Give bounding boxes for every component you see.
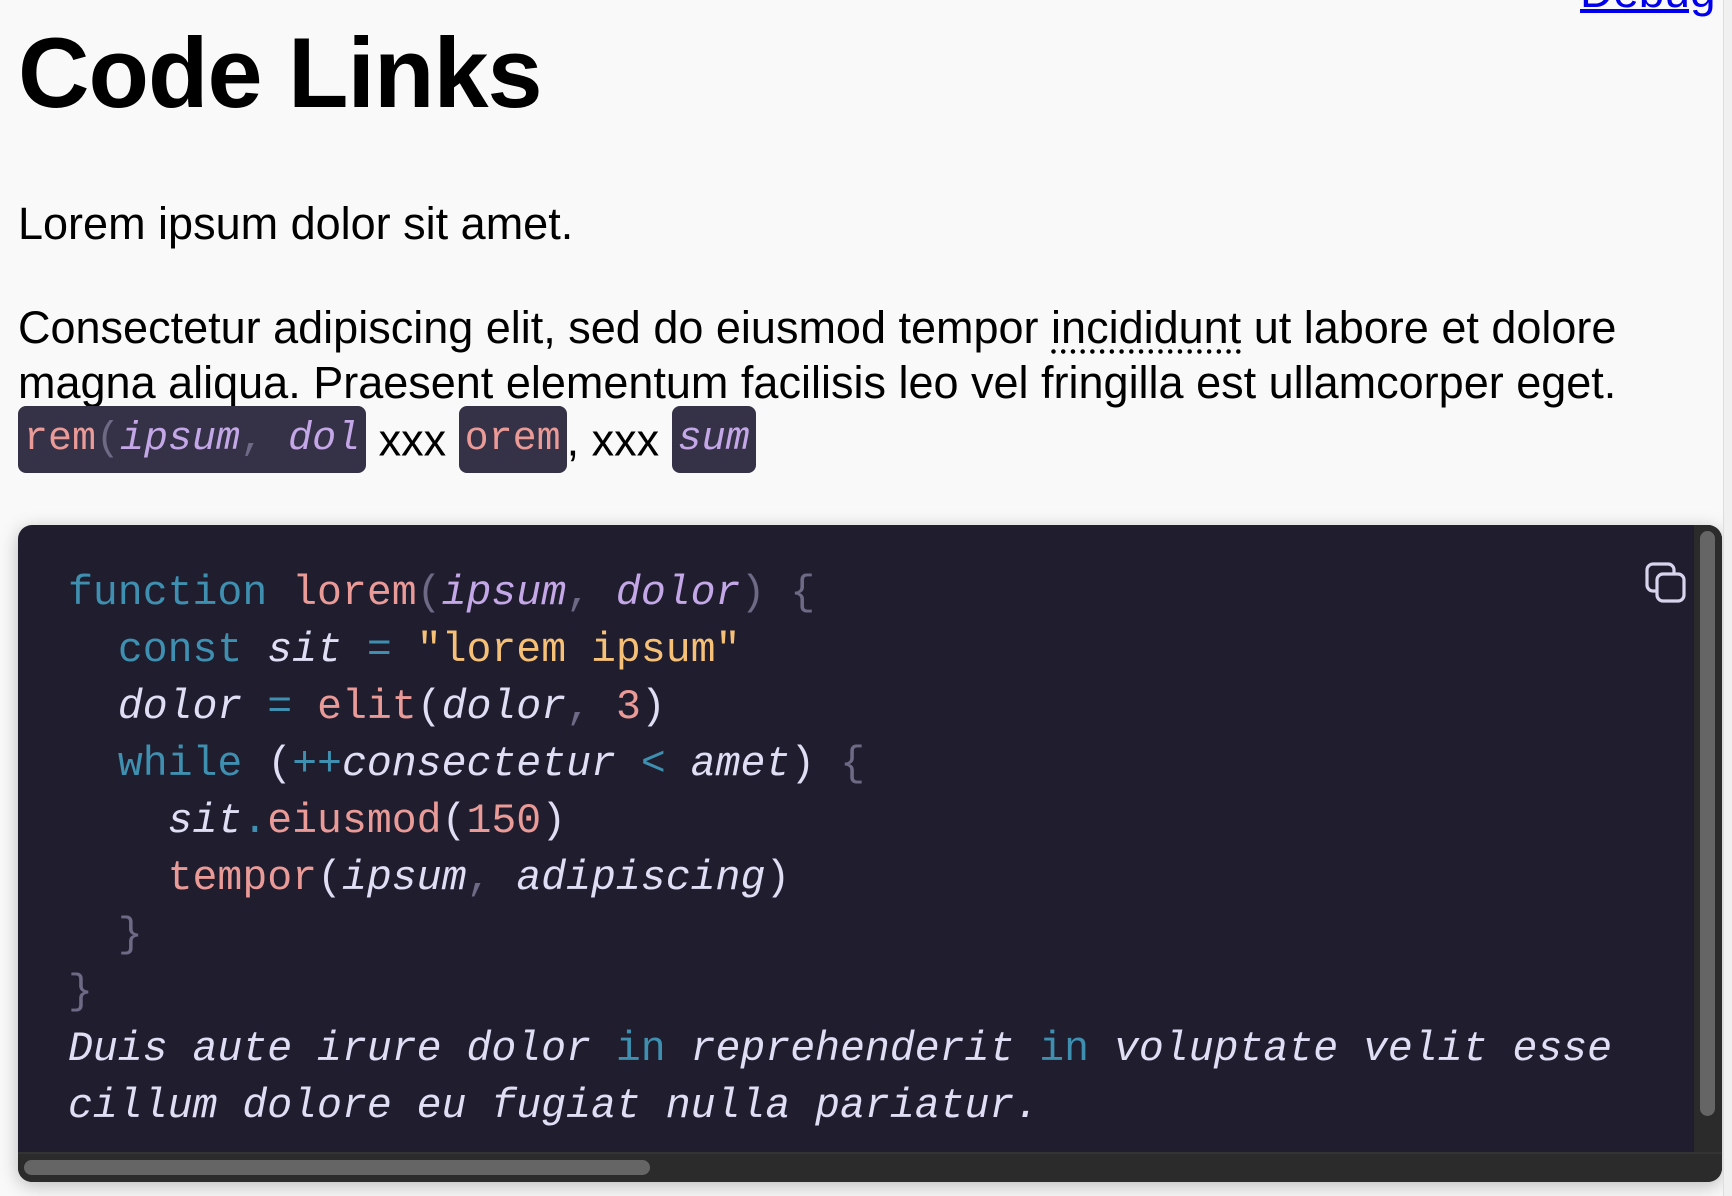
debug-link[interactable]: Debug	[1580, 0, 1716, 18]
code-line: Duis aute irure dolor in reprehenderit i…	[68, 1021, 1678, 1135]
code-token: )	[765, 855, 791, 902]
code-token	[68, 855, 168, 902]
code-token: adipiscing	[516, 855, 766, 902]
code-token: (	[96, 417, 121, 462]
code-line: while (++consectetur < amet) {	[68, 736, 1678, 793]
code-token: {	[815, 741, 865, 788]
code-token	[68, 912, 118, 959]
code-token: (	[242, 741, 293, 788]
copy-button[interactable]	[1644, 561, 1688, 605]
code-token: tempor	[167, 855, 318, 902]
body-paragraph: Consectetur adipiscing elit, sed do eius…	[18, 300, 1658, 477]
code-token: while	[117, 741, 243, 788]
code-token: consectetur	[341, 741, 616, 788]
code-token: (	[441, 798, 467, 845]
code-token: ipsum	[341, 855, 467, 902]
code-token	[591, 684, 616, 731]
code-token: (	[416, 570, 442, 617]
intro-paragraph: Lorem ipsum dolor sit amet.	[18, 198, 574, 249]
code-token: in	[1039, 1026, 1090, 1073]
code-token: ++	[292, 741, 342, 788]
code-token: (	[416, 684, 442, 731]
horizontal-scrollbar[interactable]	[18, 1152, 1722, 1182]
code-token: sum	[677, 417, 750, 462]
code-token: ipsum	[441, 570, 567, 617]
code-token: )	[790, 741, 816, 788]
code-token: in	[615, 1026, 666, 1073]
code-line: }	[68, 907, 1678, 964]
code-token: dol	[288, 417, 361, 462]
code-token	[491, 855, 516, 902]
code-token	[242, 627, 267, 674]
code-block: function lorem(ipsum, dolor) { const sit…	[18, 525, 1722, 1182]
code-token: }	[117, 912, 143, 959]
code-token	[68, 627, 118, 674]
code-token: lorem	[292, 570, 417, 617]
code-line: dolor = elit(dolor, 3)	[68, 679, 1678, 736]
vertical-scrollbar[interactable]	[1694, 525, 1722, 1155]
code-token: eiusmod	[267, 798, 442, 845]
abbreviation[interactable]: incididunt	[1051, 302, 1242, 353]
code-content: function lorem(ipsum, dolor) { const sit…	[68, 565, 1678, 1135]
code-token: rem	[24, 417, 97, 462]
code-token	[267, 570, 292, 617]
code-token: ,	[566, 684, 592, 731]
code-token: orem	[464, 417, 561, 462]
copy-icon	[1645, 562, 1686, 603]
code-token: )	[541, 798, 567, 845]
code-token: {	[765, 570, 816, 617]
page-title: Code Links	[18, 17, 543, 128]
code-token: Duis aute irure dolor	[68, 1026, 616, 1073]
inline-code-link[interactable]: rem(ipsum, dol	[18, 406, 367, 473]
code-token: voluptate velit esse cillum dolore eu fu…	[68, 1026, 1637, 1130]
inline-code-link[interactable]: sum	[671, 406, 756, 473]
code-token: ipsum	[120, 417, 241, 462]
code-token: <	[615, 741, 691, 788]
code-token: dolor	[117, 684, 243, 731]
code-token: }	[68, 969, 93, 1016]
code-token: amet	[690, 741, 791, 788]
paragraph-text: ut labore et dolore magna aliqua. Praese…	[18, 302, 1617, 408]
code-line: }	[68, 964, 1678, 1021]
code-token: sit	[267, 627, 342, 674]
code-token: "lorem ipsum"	[416, 627, 741, 674]
code-token: ,	[240, 417, 289, 462]
vertical-scroll-thumb[interactable]	[1700, 531, 1715, 1116]
separator-text: , xxx	[566, 414, 672, 466]
code-token: ,	[566, 570, 592, 617]
code-line: const sit = "lorem ipsum"	[68, 622, 1678, 679]
code-token: dolor	[441, 684, 567, 731]
code-token: (	[317, 855, 342, 902]
code-token: ,	[466, 855, 492, 902]
code-line: sit.eiusmod(150)	[68, 793, 1678, 850]
separator-text: xxx	[366, 414, 459, 466]
code-token: =	[242, 684, 318, 731]
code-token	[68, 741, 118, 788]
code-token: 150	[466, 798, 542, 845]
code-token	[68, 684, 118, 731]
code-token	[591, 570, 616, 617]
code-token	[68, 798, 168, 845]
inline-code-link[interactable]: orem	[458, 406, 567, 473]
code-token: =	[341, 627, 417, 674]
code-token: const	[117, 627, 243, 674]
code-token: sit	[167, 798, 243, 845]
horizontal-scroll-thumb[interactable]	[24, 1160, 650, 1175]
code-line: tempor(ipsum, adipiscing)	[68, 850, 1678, 907]
code-line: function lorem(ipsum, dolor) {	[68, 565, 1678, 622]
code-token: elit	[317, 684, 417, 731]
code-token: reprehenderit	[665, 1026, 1040, 1073]
code-token: .	[242, 798, 268, 845]
paragraph-text: Consectetur adipiscing elit, sed do eius…	[18, 302, 1052, 353]
code-token: )	[640, 684, 666, 731]
code-token: dolor	[615, 570, 741, 617]
code-token: )	[740, 570, 766, 617]
code-token: 3	[615, 684, 641, 731]
code-token: function	[68, 570, 268, 617]
page-scrollbar[interactable]	[1723, 0, 1732, 1196]
